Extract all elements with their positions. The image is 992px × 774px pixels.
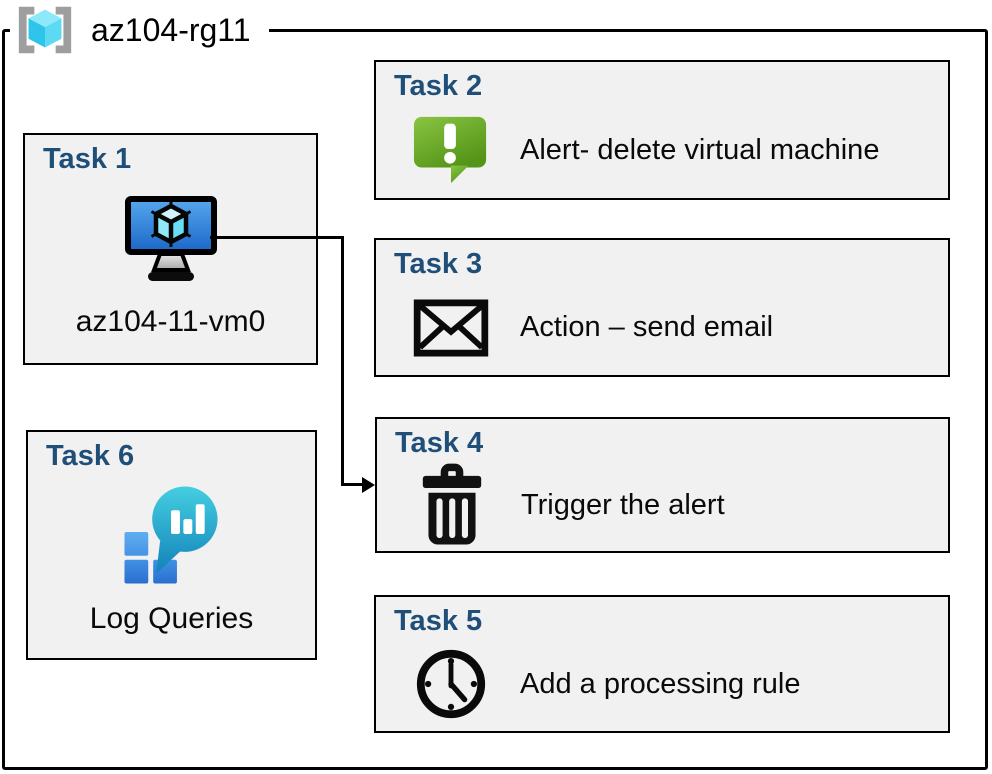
- task4-header: Task 4: [395, 427, 484, 459]
- task-card-4: Task 4 Trigger the alert: [375, 417, 950, 553]
- virtual-machine-icon: [124, 196, 217, 281]
- connector-segment-horizontal-2: [341, 483, 364, 486]
- task-card-3: Task 3 Action – send email: [374, 238, 950, 377]
- connector-arrowhead-icon: [362, 476, 375, 493]
- task4-label: Trigger the alert: [521, 488, 725, 521]
- clock-icon: [406, 646, 496, 722]
- alert-icon-svg: [413, 116, 487, 184]
- task1-label: az104-11-vm0: [75, 305, 266, 338]
- task2-header: Task 2: [394, 70, 483, 102]
- task3-label: Action – send email: [520, 311, 774, 343]
- task4-content: Trigger the alert: [407, 463, 940, 547]
- task5-content: Add a processing rule: [406, 641, 940, 727]
- task2-content: Alert- delete virtual machine: [406, 106, 940, 194]
- task3-content: Action – send email: [406, 284, 940, 371]
- task-card-2: Task 2 Alert- delete virtual machine: [374, 60, 950, 200]
- connector-segment-horizontal-1: [210, 236, 344, 239]
- task1-header: Task 1: [43, 143, 132, 175]
- connector-segment-vertical: [341, 236, 344, 486]
- trash-icon-svg: [422, 463, 482, 545]
- task-card-5: Task 5 Add a processing rule: [374, 595, 950, 733]
- resource-group-name: az104-rg11: [91, 11, 251, 48]
- resource-group-label: az104-rg11: [10, 4, 269, 56]
- clock-icon-svg: [416, 649, 486, 719]
- email-icon-svg: [413, 298, 489, 357]
- task3-header: Task 3: [394, 248, 483, 280]
- alert-icon: [406, 111, 496, 189]
- task5-label: Add a processing rule: [520, 667, 801, 700]
- trash-icon: [407, 462, 497, 548]
- task6-label: Log Queries: [89, 602, 254, 635]
- log-queries-icon: [123, 486, 218, 584]
- email-icon: [406, 298, 496, 357]
- task5-header: Task 5: [394, 605, 483, 637]
- task2-label: Alert- delete virtual machine: [520, 133, 880, 166]
- task6-header: Task 6: [46, 440, 135, 472]
- task-card-6: Task 6 Log Queries: [26, 430, 317, 660]
- resource-group-icon: [18, 6, 72, 54]
- task-card-1: Task 1 az104-11-vm0: [23, 133, 318, 365]
